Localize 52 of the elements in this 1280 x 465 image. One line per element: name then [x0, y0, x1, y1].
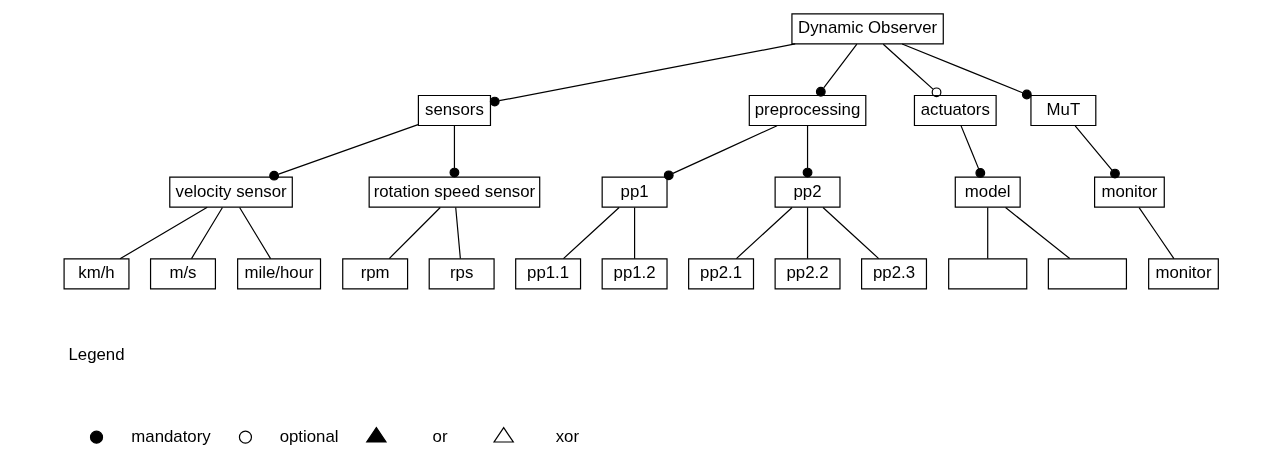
connector [1074, 124, 1120, 178]
connector [269, 123, 419, 181]
connector [822, 206, 880, 259]
node-box: model [954, 176, 1021, 208]
node-box [948, 257, 1028, 289]
connector [806, 206, 809, 259]
connector [634, 206, 636, 259]
node-box: monitor [1094, 176, 1165, 208]
node-box: actuators [913, 94, 997, 126]
connector [489, 42, 796, 106]
legend-label: xor [555, 426, 580, 446]
node-box: pp1.2 [601, 257, 668, 289]
connector [901, 42, 1032, 99]
node-box: pp2.2 [774, 257, 841, 289]
connector [987, 206, 989, 259]
node-box: km/h [63, 257, 130, 289]
node-box: rps [428, 257, 495, 289]
node-box: rpm [342, 257, 409, 289]
connector [802, 124, 813, 177]
connector [663, 124, 778, 180]
node-box: preprocessing [748, 94, 867, 126]
label: Legend [68, 344, 125, 364]
connector [119, 206, 208, 259]
node-box: pp2 [774, 176, 841, 208]
node-box: pp2.3 [861, 257, 928, 289]
legend-label: mandatory [131, 426, 211, 446]
node-box: MuT [1030, 94, 1097, 126]
node-box: pp1.1 [515, 257, 582, 289]
node-box: monitor [1148, 257, 1219, 289]
connector [388, 206, 441, 259]
connector [562, 206, 620, 259]
node-box: velocity sensor [169, 176, 293, 208]
node-box: sensors [417, 94, 492, 126]
node-box: pp1 [601, 176, 668, 208]
node-box: rotation speed sensor [368, 176, 541, 208]
node-box: Dynamic Observer [791, 12, 944, 44]
node-box [1047, 257, 1128, 289]
connector [882, 43, 942, 97]
legend-label: or [432, 426, 448, 446]
connector [239, 206, 272, 259]
node-box: m/s [149, 257, 216, 289]
connector [190, 206, 224, 259]
connector [735, 206, 793, 259]
connector [1004, 206, 1071, 259]
connector [1138, 206, 1175, 259]
connector [960, 124, 986, 178]
connector [449, 124, 460, 177]
connector [455, 206, 461, 259]
node-box: mile/hour [237, 257, 322, 289]
connector [815, 43, 858, 97]
legend-label: optional [279, 426, 339, 446]
node-box: pp2.1 [688, 257, 755, 289]
